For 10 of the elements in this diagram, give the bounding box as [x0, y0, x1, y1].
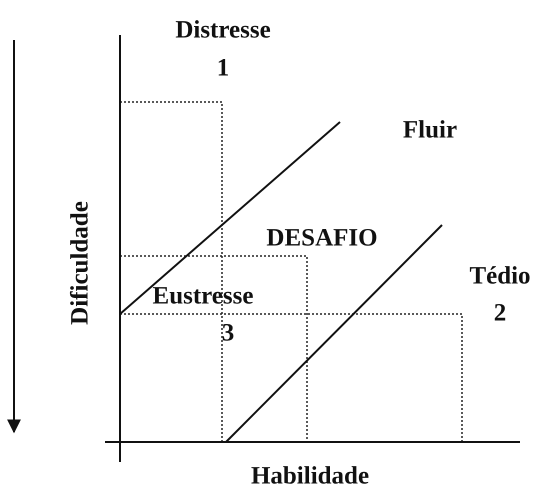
zone-label: Eustresse: [152, 284, 254, 308]
zone-label: Tédio: [469, 264, 531, 288]
zone-label: Distresse: [175, 18, 271, 42]
axis-label: Dificuldade: [68, 201, 92, 325]
zone-number: 3: [222, 320, 234, 346]
region-label: DESAFIO: [266, 226, 378, 250]
zone-number: 1: [216, 56, 230, 80]
zone-number: 2: [494, 300, 506, 326]
zone-label: Fluir: [402, 118, 458, 142]
axis-label: Habilidade: [250, 464, 370, 488]
